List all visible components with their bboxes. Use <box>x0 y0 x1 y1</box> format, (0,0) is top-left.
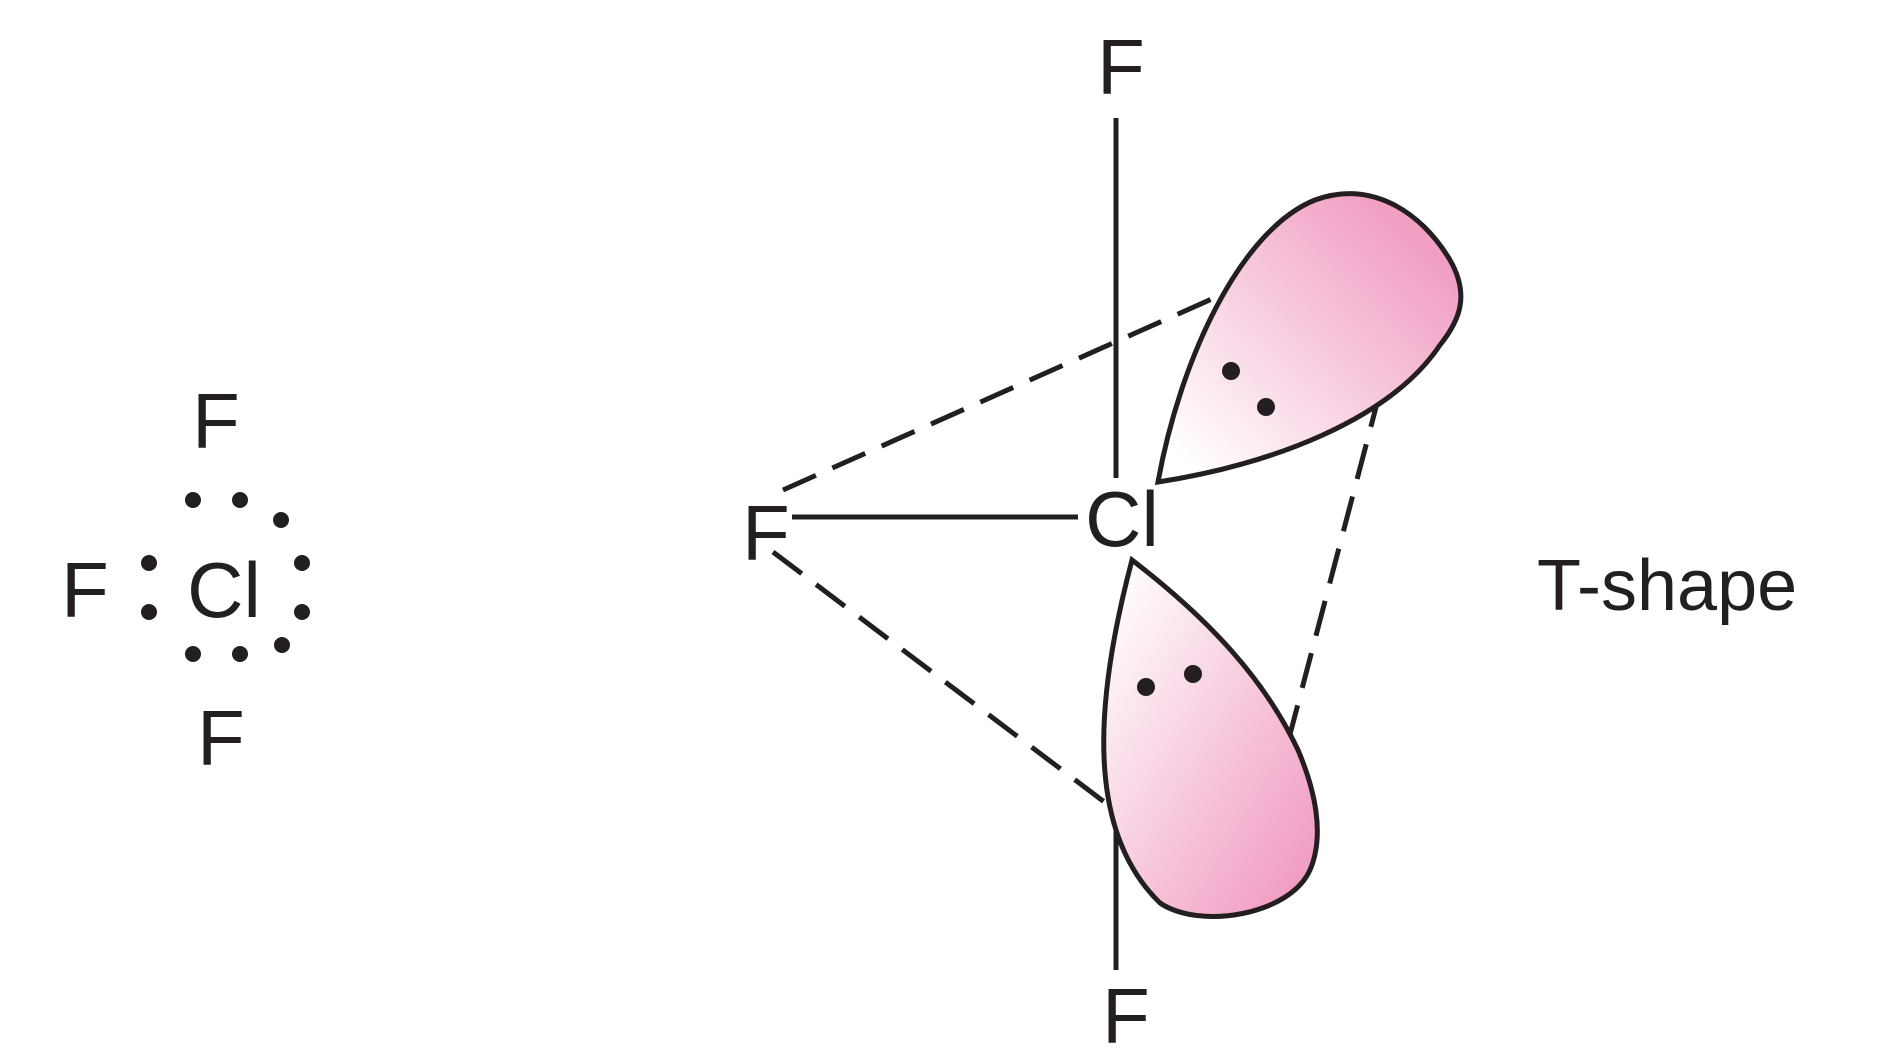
lewis-electron-dots <box>141 492 310 662</box>
lewis-left-fluorine: F <box>61 546 109 634</box>
lewis-structure: F F Cl F <box>61 377 310 782</box>
electron-dot <box>232 492 248 508</box>
electron-dot <box>141 604 157 620</box>
electron-dot <box>185 492 201 508</box>
central-chlorine: Cl <box>1085 475 1159 563</box>
axial-top-fluorine: F <box>1097 23 1145 111</box>
t-shape-geometry: F F Cl F <box>742 23 1464 1060</box>
electron-dot <box>185 646 201 662</box>
dashed-edge <box>781 287 1234 493</box>
electron-dot <box>141 555 157 571</box>
lone-pair-lobe-lower <box>1101 555 1320 919</box>
electron-dot <box>1137 678 1155 696</box>
dashed-edge <box>1285 391 1383 743</box>
electron-dot <box>1184 665 1202 683</box>
lewis-top-fluorine: F <box>192 377 240 465</box>
electron-dot <box>294 604 310 620</box>
dashed-edge <box>771 550 1117 812</box>
electron-dot <box>232 646 248 662</box>
electron-dot <box>1257 398 1275 416</box>
electron-dot <box>273 512 289 528</box>
lewis-bottom-fluorine: F <box>197 694 245 782</box>
electron-dot <box>294 555 310 571</box>
axial-bottom-fluorine: F <box>1102 972 1150 1060</box>
lone-pair-lobe-upper <box>1154 191 1464 485</box>
equatorial-fluorine: F <box>742 489 790 577</box>
lewis-central-chlorine: Cl <box>187 546 261 634</box>
electron-dot <box>1222 362 1240 380</box>
shape-caption: T-shape <box>1537 546 1797 626</box>
electron-dot <box>274 637 290 653</box>
